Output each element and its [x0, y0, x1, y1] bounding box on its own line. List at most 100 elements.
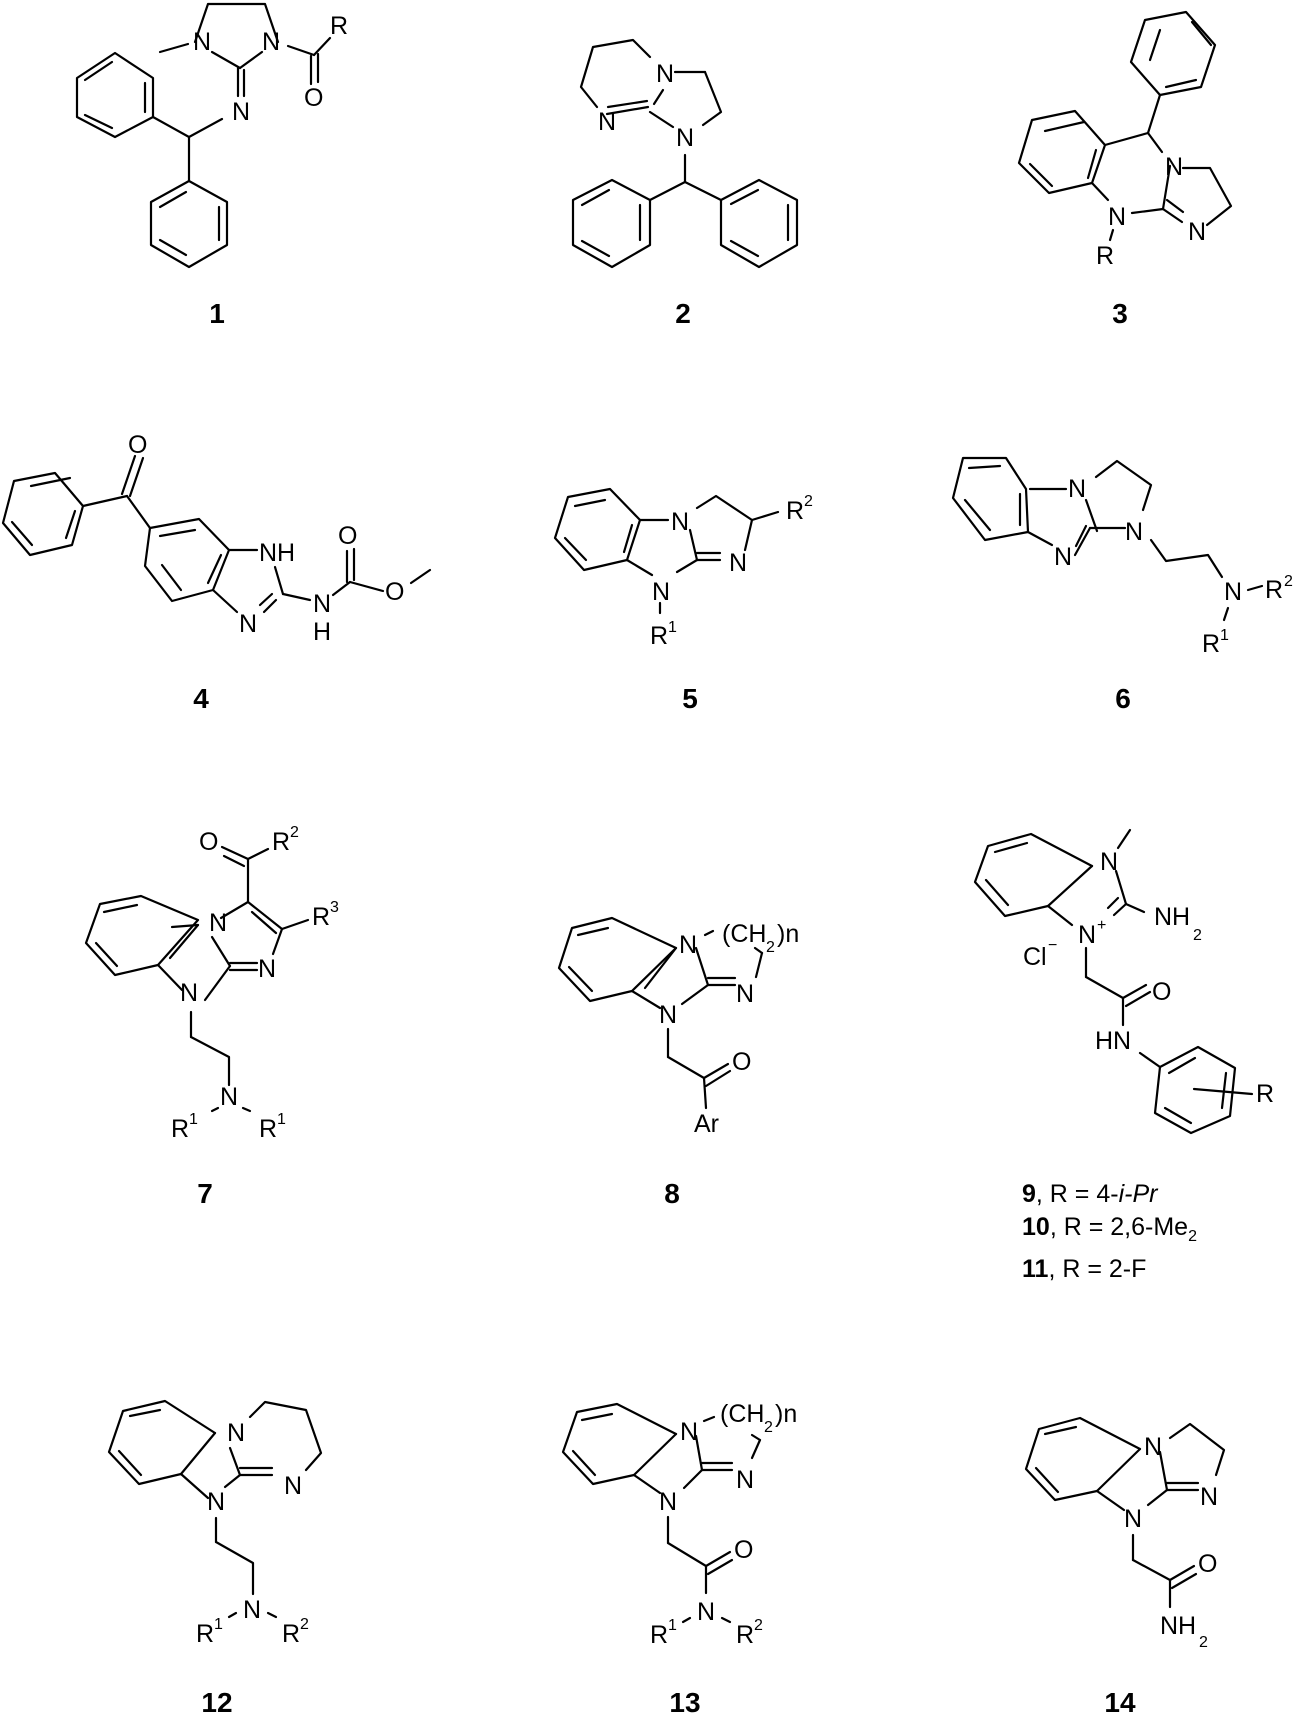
atom-ch2-open: (CH: [720, 1400, 764, 1428]
atom-n: N: [656, 60, 674, 88]
atom-r2: R: [282, 1620, 300, 1648]
atom-n: N: [1100, 848, 1118, 876]
atom-nh2: NH: [1154, 903, 1190, 931]
atom-n: N: [736, 1466, 754, 1494]
compound-7-structure: N N N N O R 2 R 3 R 1 R 1: [84, 824, 339, 1143]
atom-nh: NH: [259, 539, 295, 567]
compound-9-structure: N N + NH 2 Cl − O HN R: [973, 828, 1274, 1135]
compound-label-5: 5: [682, 683, 698, 714]
atom-o: O: [304, 84, 323, 112]
atom-n: N: [239, 610, 257, 638]
atom-n: N: [598, 108, 616, 136]
atom-r1: R: [650, 1621, 668, 1649]
atom-o: O: [199, 828, 218, 856]
atom-n: N: [659, 1001, 677, 1029]
atom-n: N: [220, 1083, 238, 1111]
compound-8-structure: N N N (CH 2 )n O Ar: [557, 916, 799, 1138]
compound-label-7: 7: [197, 1178, 213, 1209]
atom-n: N: [1188, 218, 1206, 246]
atom-nh2-index: 2: [1193, 927, 1202, 944]
compound-label-6: 6: [1115, 683, 1131, 714]
atom-n: N: [659, 1488, 677, 1516]
atom-r1-index: 1: [668, 619, 677, 636]
compound-13-structure: N N N (CH 2 )n O N R 1 R 2: [561, 1400, 797, 1649]
charge-plus: +: [1097, 917, 1106, 934]
atom-r2-index: 2: [290, 824, 299, 841]
compound-label-4: 4: [193, 683, 209, 714]
atom-n: N: [193, 28, 211, 56]
atom-n: N: [262, 28, 280, 56]
compound-label-1: 1: [209, 298, 225, 329]
atom-n: N: [232, 98, 250, 126]
atom-n: N: [1125, 518, 1143, 546]
atom-n: N: [1054, 543, 1072, 571]
atom-n: N: [313, 590, 331, 618]
atom-r2: R: [786, 497, 804, 525]
atom-nh2: NH: [1160, 1612, 1196, 1640]
atom-ch2-close: )n: [775, 1400, 797, 1428]
compound-label-2: 2: [675, 298, 691, 329]
compound-label-13: 13: [669, 1687, 701, 1718]
atom-o: O: [1152, 978, 1171, 1006]
compound-label-14: 14: [1104, 1687, 1136, 1718]
substituent-row: 9, R = 4-i-Pr: [1022, 1178, 1197, 1211]
atom-n: N: [671, 508, 689, 536]
atom-o: O: [734, 1536, 753, 1564]
atom-n-plus: N: [1078, 921, 1096, 949]
atom-ch2-close: )n: [777, 920, 799, 948]
substituent-italic: i-Pr: [1118, 1180, 1158, 1208]
atom-n: N: [243, 1596, 261, 1624]
atom-ch2-index: 2: [764, 1419, 773, 1436]
substituent-prefix: 2,6-Me: [1110, 1213, 1189, 1241]
separator: , R =: [1049, 1213, 1111, 1241]
atom-r: R: [330, 12, 348, 40]
atom-r1-index: 1: [668, 1617, 677, 1634]
atom-n: N: [652, 578, 670, 606]
atom-n: N: [736, 980, 754, 1008]
atom-n: N: [679, 931, 697, 959]
substituent-prefix: 4-: [1096, 1180, 1119, 1208]
compound-2-structure: N N N: [571, 38, 799, 269]
atom-ch2-open: (CH: [722, 920, 766, 948]
atom-o: O: [732, 1048, 751, 1076]
separator: , R =: [1035, 1180, 1097, 1208]
atom-ch2-index: 2: [766, 939, 775, 956]
atom-r1-index: 1: [189, 1111, 198, 1128]
atom-n: N: [729, 549, 747, 577]
atom-r2-index: 2: [804, 493, 813, 510]
atom-n: N: [1124, 1505, 1142, 1533]
atom-n: N: [284, 1472, 302, 1500]
compound-14-structure: N N N O NH 2: [1024, 1416, 1226, 1651]
atom-r1: R: [1202, 630, 1220, 658]
atom-n: N: [227, 1419, 245, 1447]
atom-ar: Ar: [694, 1110, 719, 1138]
compound-number: 9: [1022, 1180, 1036, 1208]
atom-o: O: [128, 431, 147, 459]
atom-r1-index: 1: [1220, 627, 1229, 644]
atom-r1-index: 1: [214, 1616, 223, 1633]
compound-3-structure: N N N R: [1017, 10, 1233, 270]
separator: , R =: [1048, 1255, 1109, 1283]
atom-n: N: [1165, 153, 1183, 181]
atom-n: N: [207, 1488, 225, 1516]
atom-n: N: [1068, 475, 1086, 503]
atom-n: N: [1200, 1483, 1218, 1511]
atom-r1: R: [171, 1115, 189, 1143]
atom-r: R: [1096, 242, 1114, 270]
compound-5-structure: N N N R 1 R 2: [553, 487, 813, 650]
atom-nh2-index: 2: [1199, 1634, 1208, 1651]
substituent-row: 11, R = 2-F: [1022, 1253, 1197, 1286]
atom-r2-index: 2: [754, 1617, 763, 1634]
atom-r1: R: [650, 622, 668, 650]
atom-r2: R: [1265, 576, 1283, 604]
atom-n: N: [180, 979, 198, 1007]
compound-4-structure: O NH N N H O O: [1, 431, 432, 646]
atom-o: O: [1198, 1550, 1217, 1578]
atom-n: N: [680, 1418, 698, 1446]
atom-cl: Cl: [1023, 943, 1047, 971]
charge-minus: −: [1048, 937, 1057, 954]
atom-o: O: [385, 578, 404, 606]
atom-hn: HN: [1095, 1027, 1131, 1055]
atom-n: N: [676, 124, 694, 152]
atom-r2-index: 2: [300, 1616, 309, 1633]
